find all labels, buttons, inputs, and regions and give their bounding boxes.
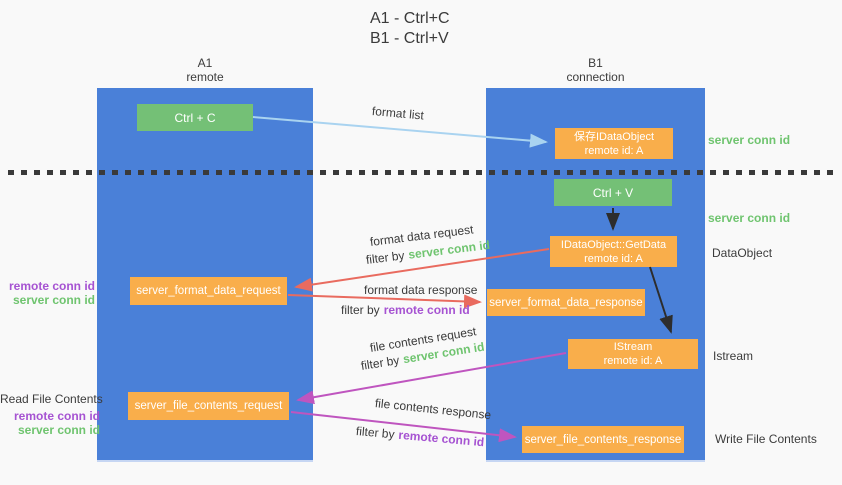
edge-label-format-data-response: format data response — [364, 283, 478, 297]
node-save-idataobject: 保存IDataObject remote id: A — [555, 128, 673, 159]
right-label-server-conn-id-top: server conn id — [708, 133, 791, 147]
node-istream: IStream remote id: A — [568, 339, 698, 369]
left-label-remote-conn-id-1: remote conn id — [8, 279, 95, 293]
title-line-a1: A1 - Ctrl+C — [370, 10, 450, 27]
lane-header-b1: B1 connection — [486, 56, 705, 84]
node-file-response-label: server_file_contents_response — [524, 433, 682, 446]
node-getdata-line2: remote id: A — [584, 252, 643, 265]
right-label-write-file-contents: Write File Contents — [715, 432, 817, 446]
left-label-read-file-contents: Read File Contents — [0, 392, 103, 406]
left-label-server-conn-id-1: server conn id — [12, 293, 95, 307]
edge-label-format-list: format list — [371, 104, 425, 123]
edge-label-file-contents-response: file contents response — [374, 396, 492, 423]
node-getdata-line1: IDataObject::GetData — [560, 238, 667, 251]
node-server-format-data-request: server_format_data_request — [130, 277, 287, 305]
node-format-response-label: server_format_data_response — [489, 296, 643, 309]
node-ctrl-c: Ctrl + C — [137, 104, 253, 131]
right-label-server-conn-id-mid: server conn id — [708, 211, 791, 225]
lane-header-a1: A1 remote — [97, 56, 313, 84]
node-save-idataobject-line2: remote id: A — [584, 144, 644, 157]
lane-b1-subtitle: connection — [566, 70, 625, 84]
node-ctrl-v-label: Ctrl + V — [592, 185, 634, 200]
title-line-b1: B1 - Ctrl+V — [370, 30, 449, 47]
node-server-file-contents-response: server_file_contents_response — [522, 426, 684, 453]
node-server-file-contents-request: server_file_contents_request — [128, 392, 289, 420]
node-file-request-label: server_file_contents_request — [134, 400, 283, 412]
node-save-idataobject-line1: 保存IDataObject — [573, 130, 655, 143]
node-idataobject-getdata: IDataObject::GetData remote id: A — [550, 236, 677, 267]
lane-b1-name: B1 — [588, 56, 603, 70]
remote-conn-id-text: remote conn id — [397, 427, 485, 450]
node-istream-line1: IStream — [613, 341, 653, 353]
node-ctrl-v: Ctrl + V — [554, 179, 672, 206]
remote-conn-id-text: remote conn id — [383, 303, 470, 317]
filter-by-text: filter by — [359, 353, 401, 373]
filter-by-text: filter by — [341, 303, 380, 317]
left-label-server-conn-id-2: server conn id — [17, 423, 100, 437]
node-ctrl-c-label: Ctrl + C — [174, 110, 216, 125]
dotted-separator-line — [8, 170, 836, 175]
node-istream-line2: remote id: A — [603, 355, 663, 367]
left-label-remote-conn-id-2: remote conn id — [13, 409, 100, 423]
lane-a1-name: A1 — [197, 56, 213, 70]
right-label-istream: Istream — [713, 349, 754, 363]
right-label-dataobject: DataObject — [712, 246, 773, 260]
node-server-format-data-response: server_format_data_response — [487, 289, 645, 316]
node-format-request-label: server_format_data_request — [136, 285, 281, 297]
filter-by-text: filter by — [365, 248, 406, 267]
diagram-title: A1 - Ctrl+C B1 - Ctrl+V — [370, 9, 450, 49]
filter-by-text: filter by — [355, 424, 396, 442]
lane-a1-subtitle: remote — [186, 70, 224, 84]
